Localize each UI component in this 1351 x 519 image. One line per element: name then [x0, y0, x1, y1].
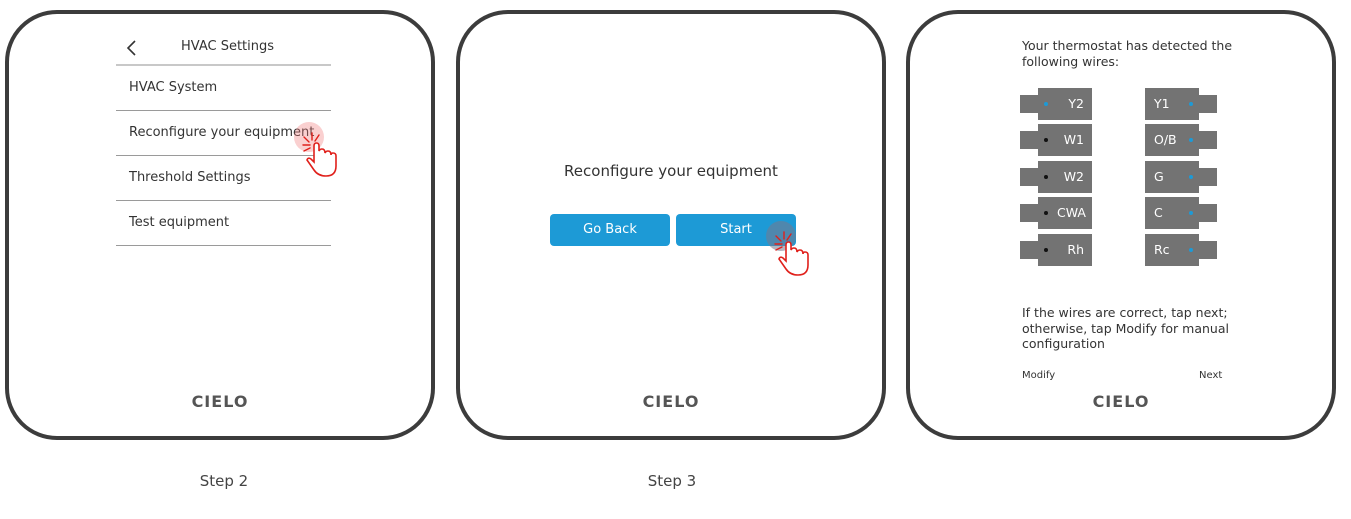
detected-wires-title: Your thermostat has detected the followi… — [1022, 38, 1233, 69]
menu-item-threshold-settings[interactable]: Threshold Settings — [116, 156, 331, 201]
thermostat-screen-reconfigure: Reconfigure your equipment Go Back Start… — [456, 10, 886, 440]
next-button[interactable]: Next — [1199, 370, 1223, 381]
reconfigure-title: Reconfigure your equipment — [564, 162, 778, 180]
menu-item-hvac-system[interactable]: HVAC System — [116, 66, 331, 111]
chevron-left-icon[interactable] — [122, 38, 142, 58]
screen-title: HVAC Settings — [181, 39, 275, 54]
thermostat-screen-hvac-settings: HVAC Settings HVAC System Reconfigure yo… — [5, 10, 435, 440]
instruction-text: If the wires are correct, tap next; othe… — [1022, 305, 1229, 351]
go-back-button[interactable]: Go Back — [550, 214, 670, 246]
cielo-logo: CIELO — [642, 392, 700, 411]
cielo-logo: CIELO — [191, 392, 249, 411]
menu-item-reconfigure-equipment[interactable]: Reconfigure your equipment — [116, 111, 331, 156]
hvac-settings-menu: HVAC System Reconfigure your equipment T… — [116, 66, 331, 246]
modify-button[interactable]: Modify — [1022, 370, 1056, 381]
menu-item-test-equipment[interactable]: Test equipment — [116, 201, 331, 246]
thermostat-screen-detected-wires: Your thermostat has detected the followi… — [906, 10, 1336, 440]
step-3-label: Step 3 — [647, 472, 697, 490]
screen-header: HVAC Settings — [116, 36, 331, 66]
step-2-label: Step 2 — [199, 472, 249, 490]
cielo-logo: CIELO — [1092, 392, 1150, 411]
